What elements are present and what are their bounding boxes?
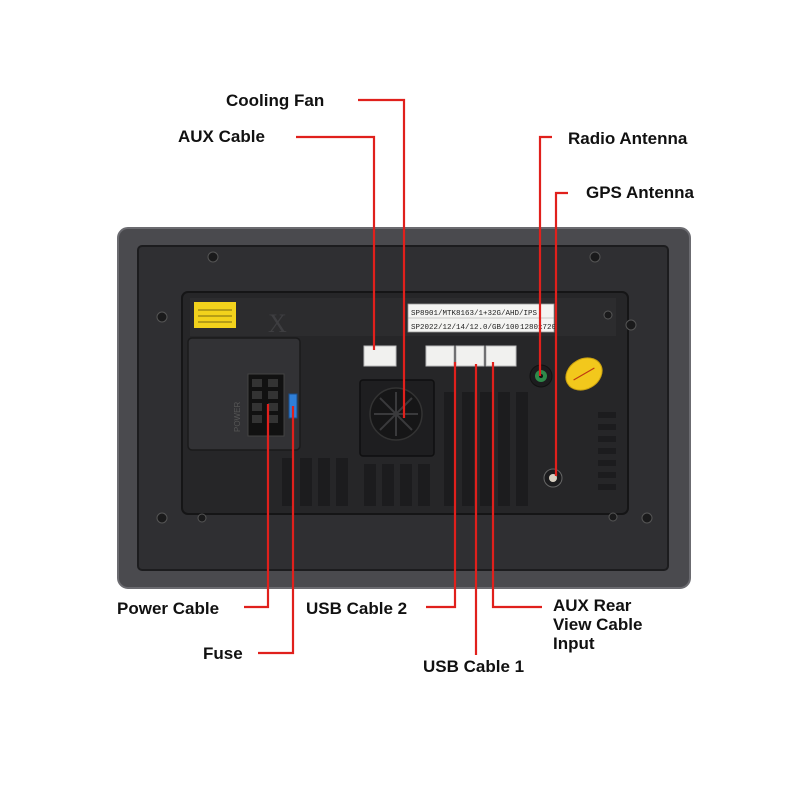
power-engraving: POWER xyxy=(233,402,242,432)
usb2-connector xyxy=(425,345,455,367)
label-aux-cable: AUX Cable xyxy=(178,127,265,146)
leader-aux-rear-view xyxy=(491,362,542,609)
leader-radio-antenna xyxy=(538,135,552,376)
rear-view-connector xyxy=(485,345,517,367)
leader-aux-cable xyxy=(296,135,376,350)
label-aux-rear-view-line-1: AUX Rear xyxy=(553,596,632,615)
leader-fuse xyxy=(258,406,295,655)
engraved-logo: X xyxy=(268,309,287,338)
sticker-resolution: 1280x720 xyxy=(520,324,557,332)
label-usb-cable-1: USB Cable 1 xyxy=(423,657,525,676)
sticker-line-2: SP2022/12/14/12.0/GB/100 xyxy=(411,324,520,332)
heatsink xyxy=(282,392,528,506)
label-aux-rear-view-cable-input: AUX Rear View Cable Input xyxy=(553,596,673,653)
label-fuse: Fuse xyxy=(203,644,243,663)
aux-connector xyxy=(363,345,397,367)
label-power-cable: Power Cable xyxy=(117,599,220,618)
label-usb-cable-2: USB Cable 2 xyxy=(306,599,408,618)
label-cooling-fan: Cooling Fan xyxy=(226,91,325,110)
label-radio-antenna: Radio Antenna xyxy=(568,129,688,148)
leader-gps-antenna xyxy=(554,191,568,476)
leader-cooling-fan xyxy=(358,98,406,418)
usb1-connector xyxy=(455,345,485,367)
label-gps-antenna: GPS Antenna xyxy=(586,183,694,202)
sticker-line-1: SP8901/MTK8163/1+32G/AHD/IPS xyxy=(411,310,538,318)
leader-power-cable xyxy=(244,404,270,609)
label-aux-rear-view-line-2: View Cable xyxy=(553,615,643,634)
warning-sticker xyxy=(194,302,236,328)
leader-usb-cable-2 xyxy=(426,362,457,609)
label-aux-rear-view-line-3: Input xyxy=(553,634,595,653)
